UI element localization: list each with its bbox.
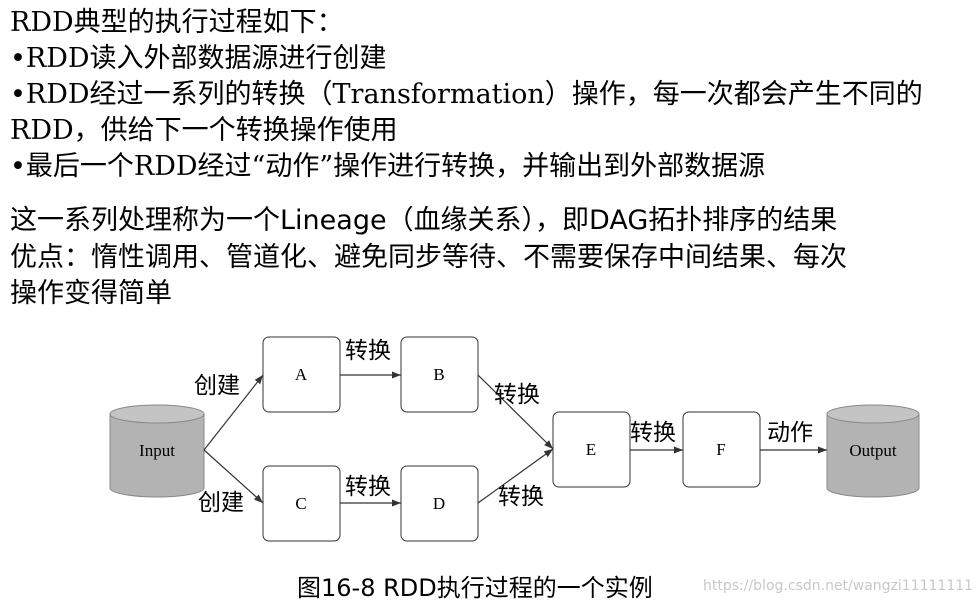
input-cylinder-top (109, 404, 205, 424)
rdd-d-label: D (433, 494, 445, 513)
input-label: Input (139, 441, 175, 460)
rdd-node-e: E (552, 411, 631, 488)
edge-label-transform-be: 转换 (494, 382, 540, 408)
edge-label-create-top: 创建 (194, 373, 240, 399)
rdd-f-label: F (716, 440, 725, 459)
bullet-read-source: •RDD读入外部数据源进行创建 (10, 43, 387, 74)
rdd-node-d: D (400, 465, 479, 542)
edge-label-transform-ef: 转换 (630, 420, 676, 446)
output-cylinder-top (826, 404, 920, 424)
edge-d-to-e (477, 448, 554, 504)
rdd-node-a: A (262, 336, 341, 413)
edge-label-transform-de: 转换 (498, 484, 544, 510)
rdd-a-label: A (295, 365, 308, 384)
output-label: Output (849, 441, 897, 460)
csdn-watermark: https://blog.csdn.net/wangzi11111111 (703, 578, 974, 594)
figure-caption: 图16-8 RDD执行过程的一个实例 (297, 574, 653, 602)
rdd-node-f: F (682, 411, 761, 488)
bullet-transformation-line2: RDD，供给下一个转换操作使用 (10, 115, 398, 146)
rdd-b-label: B (433, 365, 444, 384)
title-line: RDD典型的执行过程如下： (10, 7, 344, 38)
advantages-line2: 操作变得简单 (10, 278, 172, 309)
bullet-transformation-line1: •RDD经过一系列的转换（Transformation）操作，每一次都会产生不同… (10, 79, 923, 110)
lineage-text: 这一系列处理称为一个Lineage（血缘关系），即DAG拓扑排序的结果 (10, 205, 838, 236)
rdd-c-label: C (295, 494, 306, 513)
input-cylinder-body (109, 413, 205, 498)
input-datasource-cylinder: Input (109, 404, 205, 498)
edge-label-action: 动作 (767, 420, 813, 446)
rdd-node-b: B (400, 336, 479, 413)
rdd-e-label: E (586, 440, 596, 459)
advantages-line1: 优点：惰性调用、管道化、避免同步等待、不需要保存中间结果、每次 (10, 242, 847, 273)
edge-b-to-e (477, 374, 554, 450)
edge-input-to-a (203, 374, 264, 451)
output-cylinder-body (826, 413, 920, 498)
rdd-node-c: C (262, 465, 341, 542)
output-datasource-cylinder: Output (826, 404, 920, 498)
bullet-action: •最后一个RDD经过“动作”操作进行转换，并输出到外部数据源 (10, 151, 766, 182)
edge-label-create-bottom: 创建 (198, 490, 244, 516)
edge-label-transform-cd: 转换 (345, 474, 391, 500)
edge-label-transform-ab: 转换 (345, 338, 391, 364)
edge-input-to-c (203, 449, 264, 504)
